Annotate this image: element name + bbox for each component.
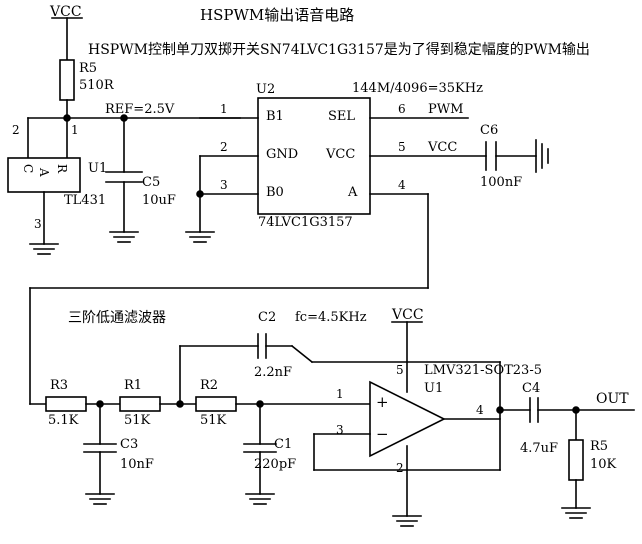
c4-ref: C4 <box>522 381 541 396</box>
vcc-top-label: VCC <box>50 4 82 20</box>
vcc-net-label: VCC <box>428 140 458 155</box>
r2-ref: R2 <box>200 378 219 393</box>
c3-value: 10nF <box>120 457 154 472</box>
c6-ref: C6 <box>480 123 499 138</box>
r3-resistor <box>45 396 87 412</box>
c4-value: 4.7uF <box>520 441 559 456</box>
u2-pin-b1: B1 <box>266 109 284 124</box>
r5-bottom-value: 10K <box>590 457 617 472</box>
pwm-net-label: PWM <box>428 102 464 117</box>
diagram-description: HSPWM控制单刀双掷开关SN74LVC1G3157是为了得到稳定幅度的PWM输… <box>88 42 590 58</box>
diagram-title: HSPWM输出语音电路 <box>200 6 355 24</box>
frequency-note: 144M/4096=35KHz <box>352 81 483 96</box>
u2-pin5-num: 5 <box>398 140 406 154</box>
tl431-pin-c-label: C <box>21 164 35 174</box>
ground-symbol-c6 <box>535 139 549 173</box>
c2-value: 2.2nF <box>254 365 293 380</box>
c5-ref: C5 <box>142 175 161 190</box>
vcc-opamp-label: VCC <box>392 307 424 323</box>
opamp-plus-sign: + <box>376 393 389 411</box>
cutoff-frequency-note: fc=4.5KHz <box>295 310 367 325</box>
opamp-part: LMV321-SOT23-5 <box>424 363 542 378</box>
ref-net-label: REF=2.5V <box>105 102 175 117</box>
ground-symbol-c5 <box>109 231 139 243</box>
out-net-label: OUT <box>596 391 629 407</box>
r2-value: 51K <box>200 413 227 428</box>
ground-symbol-c3 <box>85 493 115 505</box>
c3-ref: C3 <box>120 437 139 452</box>
r5-bottom-ref: R5 <box>590 439 609 454</box>
c1-value: 220pF <box>254 457 297 472</box>
junction-gnd-b0 <box>196 190 204 198</box>
ground-symbol-u2 <box>185 231 215 243</box>
u2-pin2-num: 2 <box>220 140 228 154</box>
r5-bottom-resistor <box>568 439 584 481</box>
r5-top-ref: R5 <box>79 61 98 76</box>
opamp-ref: U1 <box>424 381 444 396</box>
opamp-pin2-num: 2 <box>396 461 404 475</box>
opamp-pin1-num: 1 <box>336 387 344 401</box>
u2-pin-a: A <box>348 185 358 200</box>
r3-value: 5.1K <box>48 413 79 428</box>
u2-ref: U2 <box>256 82 276 97</box>
tl431-pin3: 3 <box>34 217 42 231</box>
u2-pin-gnd: GND <box>266 147 299 162</box>
u2-pin-sel: SEL <box>328 109 356 124</box>
r5-top-resistor <box>59 59 75 101</box>
r2-resistor <box>195 396 237 412</box>
opamp-minus-sign: − <box>376 425 389 443</box>
u2-pin4-num: 4 <box>398 178 406 192</box>
r1-resistor <box>119 396 161 412</box>
u2-pin1-num: 1 <box>220 102 228 116</box>
c6-value: 100nF <box>480 175 523 190</box>
opamp-pin4-num: 4 <box>476 403 484 417</box>
ground-symbol-r5 <box>561 507 591 519</box>
u2-pin3-num: 3 <box>220 178 228 192</box>
r1-ref: R1 <box>124 378 143 393</box>
tl431-body <box>7 157 81 193</box>
r3-ref: R3 <box>50 378 69 393</box>
c2-ref: C2 <box>258 310 277 325</box>
tl431-pin1: 1 <box>71 123 79 137</box>
opamp-pin5-num: 5 <box>396 363 404 377</box>
vcc-symbol-top <box>51 17 83 61</box>
c1-ref: C1 <box>274 437 293 452</box>
tl431-pin-a-label: A <box>37 168 51 177</box>
ground-symbol-tl431 <box>29 243 59 255</box>
u2-pin-vcc: VCC <box>326 147 356 162</box>
tl431-part: TL431 <box>64 193 107 208</box>
opamp-body <box>369 380 446 458</box>
r5-top-value: 510R <box>79 78 114 93</box>
u2-part: 74LVC1G3157 <box>258 215 353 230</box>
junction-opamp-out <box>496 406 504 414</box>
ground-symbol-opamp <box>392 515 422 527</box>
r1-value: 51K <box>124 413 151 428</box>
u2-pin6-num: 6 <box>398 102 406 116</box>
tl431-pin-r-label: R <box>55 164 69 174</box>
u2-pin-b0: B0 <box>266 185 284 200</box>
opamp-pin3-num: 3 <box>336 423 344 437</box>
tl431-pin2: 2 <box>12 123 20 137</box>
tl431-ref: U1 <box>88 161 108 176</box>
vcc-symbol-opamp <box>391 321 423 393</box>
ground-symbol-c1 <box>245 493 275 505</box>
filter-title: 三阶低通滤波器 <box>68 310 166 326</box>
c5-value: 10uF <box>142 193 176 208</box>
